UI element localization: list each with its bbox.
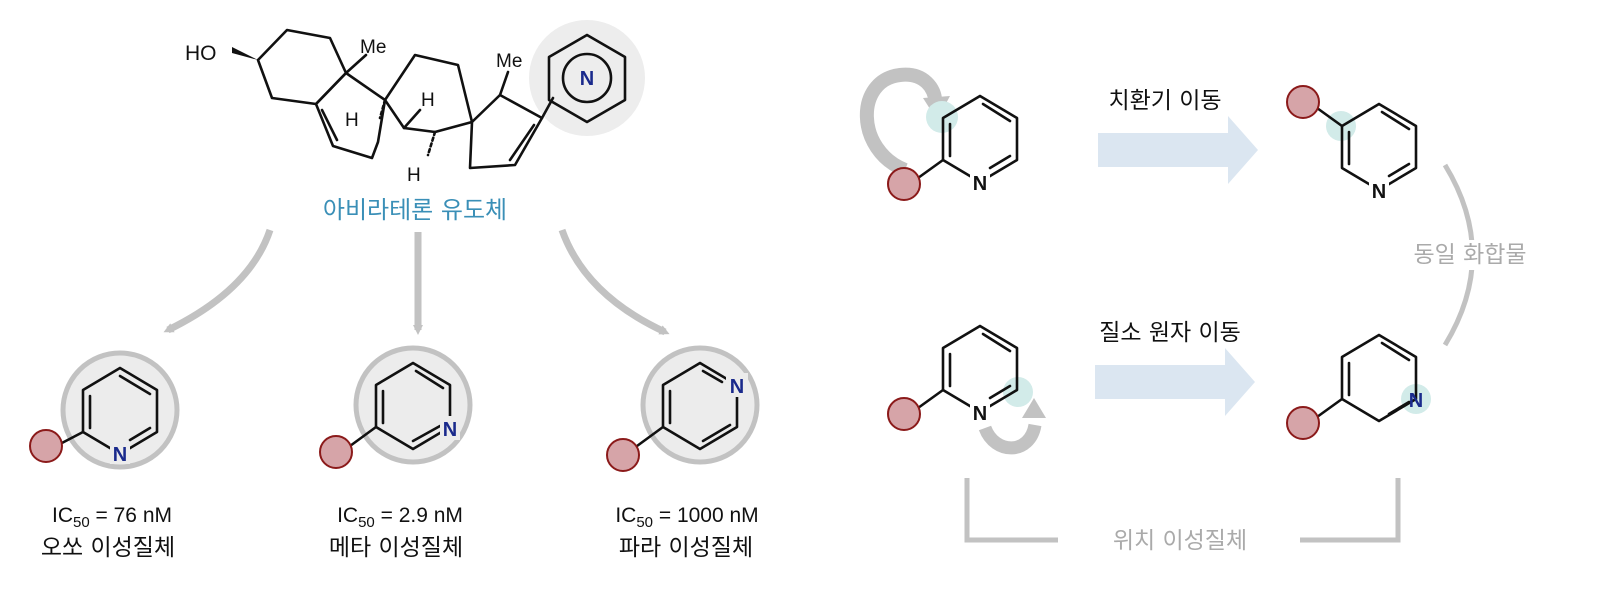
bottom-left-n-bg	[970, 400, 990, 424]
para-ring-highlight	[640, 345, 760, 465]
para-substituent-bond	[635, 425, 665, 448]
bottom-right-substituent	[1286, 406, 1320, 440]
ring-a	[256, 28, 348, 106]
meta-n-bg	[440, 416, 460, 440]
top-arrow-label: 치환기 이동	[1108, 88, 1221, 114]
meta-ring-highlight	[353, 345, 473, 465]
ortho-db-3	[128, 426, 152, 442]
para-substituent	[606, 438, 640, 472]
bottom-right-substituent-bond	[1315, 397, 1344, 419]
para-name: 파라 이성질체	[619, 535, 753, 561]
top-right-substituent-bond	[1315, 106, 1344, 128]
nitrogen-migration-arrowhead	[1022, 398, 1046, 418]
bottom-right-db-3	[1387, 400, 1411, 416]
abiraterone-name: 아비라테론 유도체	[323, 196, 507, 224]
h-hash-3	[426, 130, 437, 157]
arrow-to-ortho	[163, 228, 274, 334]
top-right-pyridine: N	[1286, 85, 1418, 203]
bottom-left-db-3	[988, 384, 1012, 400]
same-compound-label: 동일 화합물	[1413, 242, 1526, 268]
bottom-left-n-label: N	[973, 403, 987, 425]
bottom-left-highlight	[1003, 377, 1033, 407]
para-db-3	[701, 423, 732, 443]
meta-substituent-bond	[348, 425, 378, 448]
para-isomer: N	[606, 345, 760, 472]
ortho-isomer: N	[29, 350, 180, 470]
bottom-left-db-1	[981, 332, 1012, 353]
pyridine-highlight	[529, 20, 645, 136]
bottom-arrow-label: 질소 원자 이동	[1099, 320, 1241, 346]
bottom-left-substituent	[887, 397, 921, 431]
me-bond-2	[498, 70, 510, 97]
nitrogen-migration-arrow	[978, 423, 1042, 455]
top-left-db-2	[988, 154, 1012, 170]
meta-db-2	[414, 369, 445, 390]
bottom-right-db-1	[1380, 341, 1411, 362]
me-label-2: Me	[496, 51, 522, 72]
top-left-n-label: N	[973, 173, 987, 195]
top-left-substituent	[887, 167, 921, 201]
top-right-n-label: N	[1372, 181, 1386, 203]
para-n-bg	[726, 373, 748, 397]
top-right-db-2	[1387, 162, 1411, 178]
meta-n-label: N	[443, 419, 457, 441]
positional-bracket-left	[964, 478, 1058, 543]
h-label-2: H	[421, 90, 435, 111]
ortho-ic50: IC50 = 76 nM	[52, 504, 172, 531]
substituent-migration-arrow	[859, 67, 942, 177]
abiraterone-structure: HO Me Me H H H N	[185, 20, 645, 186]
oh-label: HO	[185, 42, 217, 65]
top-left-substituent-bond	[916, 158, 945, 180]
substituent-move-arrow	[1098, 116, 1258, 184]
para-n-label: N	[730, 376, 744, 398]
top-left-n-bg	[970, 170, 990, 194]
top-right-db-1	[1380, 110, 1411, 131]
ortho-substituent	[29, 429, 63, 463]
para-ic50: IC50 = 1000 nM	[615, 504, 758, 531]
ortho-substituent-bond	[58, 430, 85, 446]
top-right-ring	[1340, 102, 1418, 192]
double-bond-d	[508, 123, 536, 162]
same-compound-bg	[1400, 240, 1540, 270]
bottom-right-ring	[1340, 333, 1418, 423]
h-label-1: H	[345, 110, 359, 131]
ortho-name: 오쏘 이성질체	[41, 535, 175, 561]
meta-db-3	[411, 424, 442, 443]
h-bond-2	[402, 108, 422, 130]
me-label-1: Me	[360, 37, 386, 58]
bottom-right-pyridine: N	[1286, 333, 1431, 440]
top-right-n-bg	[1369, 178, 1389, 202]
ortho-db-2	[118, 374, 152, 396]
para-db-2	[701, 369, 724, 384]
ring-d	[468, 93, 544, 170]
top-left-db-1	[981, 102, 1012, 123]
aromatic-circle	[561, 52, 613, 104]
meta-ring	[374, 361, 452, 451]
meta-substituent	[319, 435, 353, 469]
meta-name: 메타 이성질체	[329, 535, 463, 561]
ortho-n-label: N	[113, 444, 127, 466]
me-bond-1	[344, 53, 368, 75]
h-label-3: H	[407, 165, 421, 186]
double-bond-b	[320, 108, 339, 142]
pyridine-ring	[547, 33, 627, 124]
bottom-right-n-label: N	[1409, 390, 1423, 412]
top-left-pyridine: N	[859, 67, 1019, 201]
bottom-left-pyridine: N	[887, 324, 1046, 455]
ortho-n-bg	[110, 442, 130, 464]
positional-bracket-right	[1300, 478, 1401, 543]
bottom-left-substituent-bond	[916, 388, 945, 410]
positional-isomers-label: 위치 이성질체	[1113, 528, 1247, 554]
oh-wedge	[232, 47, 258, 60]
arrow-to-para	[558, 228, 670, 336]
nitrogen-move-arrow	[1095, 348, 1255, 416]
meta-isomer: N	[319, 345, 473, 469]
top-right-substituent	[1286, 85, 1320, 119]
h-hash-1	[378, 98, 387, 120]
steroid-n-label: N	[580, 68, 594, 90]
meta-ic50: IC50 = 2.9 nM	[337, 504, 463, 531]
